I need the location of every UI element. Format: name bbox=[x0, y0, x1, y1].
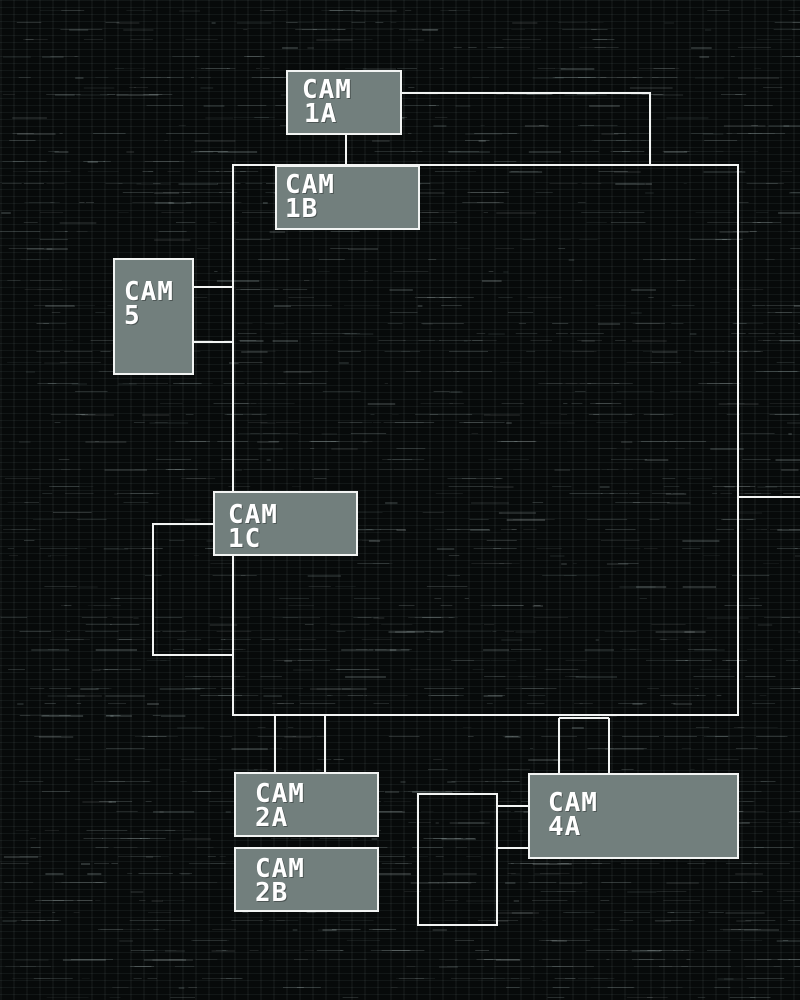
cam-2a-button[interactable]: CAM 2A bbox=[234, 772, 379, 837]
cam-2a-label-id: 2A bbox=[255, 803, 289, 833]
cam-1b-button[interactable]: CAM 1B bbox=[275, 165, 420, 230]
cam-1c-label-top: CAM bbox=[228, 500, 278, 530]
cam-2b-label-top: CAM bbox=[255, 854, 305, 884]
cam-2b-button[interactable]: CAM 2B bbox=[234, 847, 379, 912]
cam-5-button[interactable]: CAM 5 bbox=[113, 258, 194, 375]
cam-4a-label-top: CAM bbox=[548, 788, 598, 818]
cam-2a-label-top: CAM bbox=[255, 779, 305, 809]
side-room-1c bbox=[152, 523, 233, 656]
cam-5-label-id: 5 bbox=[124, 301, 141, 331]
connector-5 bbox=[193, 286, 234, 343]
cam-5-label-top: CAM bbox=[124, 277, 174, 307]
cam-1c-label-id: 1C bbox=[228, 524, 262, 554]
cam-1b-label-id: 1B bbox=[285, 194, 319, 224]
cam-1c-button[interactable]: CAM 1C bbox=[213, 491, 358, 556]
cam-4a-button[interactable]: CAM 4A bbox=[528, 773, 739, 859]
cam-2b-label-id: 2B bbox=[255, 878, 289, 908]
cam-4a-label-id: 4A bbox=[548, 812, 582, 842]
small-room-outline bbox=[417, 793, 498, 926]
connector-1a-right bbox=[401, 92, 651, 165]
main-room-outline bbox=[232, 164, 739, 716]
cam-1a-label-top: CAM bbox=[302, 75, 352, 105]
cam-1a-label-id: 1A bbox=[304, 99, 338, 129]
cam-1a-button[interactable]: CAM 1A bbox=[286, 70, 402, 135]
cam-1b-label-top: CAM bbox=[285, 170, 335, 200]
